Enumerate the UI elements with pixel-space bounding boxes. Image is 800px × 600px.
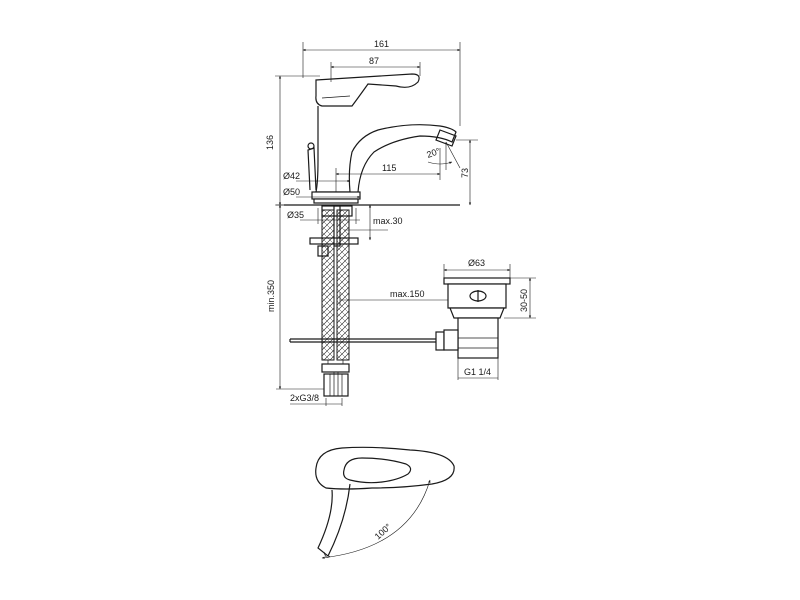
- dim-waste-range: 30-50: [504, 277, 536, 319]
- supply-hoses: [321, 209, 350, 397]
- waste-valve: [443, 277, 511, 359]
- base-plate: [311, 191, 361, 200]
- dim-total-length: 161: [302, 39, 461, 126]
- svg-text:136: 136: [265, 135, 275, 150]
- svg-text:max.150: max.150: [390, 289, 425, 299]
- svg-text:161: 161: [374, 39, 389, 49]
- dim-spout-angle: 20°: [425, 141, 461, 170]
- svg-text:max.30: max.30: [373, 216, 403, 226]
- svg-text:73: 73: [460, 168, 470, 178]
- dim-waste-dia: Ø63: [443, 258, 511, 278]
- svg-text:Ø42: Ø42: [283, 171, 300, 181]
- dim-height: 136: [265, 75, 320, 206]
- svg-text:30-50: 30-50: [519, 289, 529, 312]
- svg-text:100°: 100°: [373, 521, 394, 541]
- svg-text:87: 87: [369, 56, 379, 66]
- faucet-side-view: [307, 73, 457, 204]
- faucet-body: [315, 106, 457, 193]
- svg-text:Ø50: Ø50: [283, 187, 300, 197]
- svg-text:Ø35: Ø35: [287, 210, 304, 220]
- hose-nut: [321, 363, 350, 373]
- dim-base-dia-42: Ø42: [283, 171, 351, 183]
- dim-base-dia-50: Ø50: [283, 187, 361, 199]
- svg-text:Ø63: Ø63: [468, 258, 485, 268]
- dim-hose-length: min.350: [266, 204, 324, 390]
- supply-hose-right: [336, 209, 350, 361]
- dim-waste-thread: G1 1/4: [457, 358, 499, 380]
- svg-text:20°: 20°: [425, 146, 442, 160]
- popup-lift-rod: [289, 331, 445, 351]
- svg-text:G1 1/4: G1 1/4: [464, 367, 491, 377]
- svg-text:115: 115: [382, 163, 396, 173]
- dim-hose-thread: 2xG3/8: [290, 393, 343, 406]
- svg-text:2xG3/8: 2xG3/8: [290, 393, 319, 403]
- faucet-top-view: 100°: [315, 446, 455, 559]
- svg-text:min.350: min.350: [266, 280, 276, 312]
- dim-deck-thickness: max.30: [344, 204, 403, 241]
- dim-spout-reach: 115: [335, 148, 441, 192]
- dim-spout-height: 73: [456, 139, 478, 206]
- top-view-lever: [343, 457, 412, 484]
- supply-hose-left: [321, 209, 335, 361]
- faucet-aerator: [435, 129, 457, 147]
- top-view-body: [315, 446, 455, 490]
- faucet-lever: [315, 73, 420, 107]
- popup-rod: [307, 147, 317, 191]
- rotation-arc: [321, 479, 431, 559]
- dim-lever-length: 87: [330, 56, 421, 82]
